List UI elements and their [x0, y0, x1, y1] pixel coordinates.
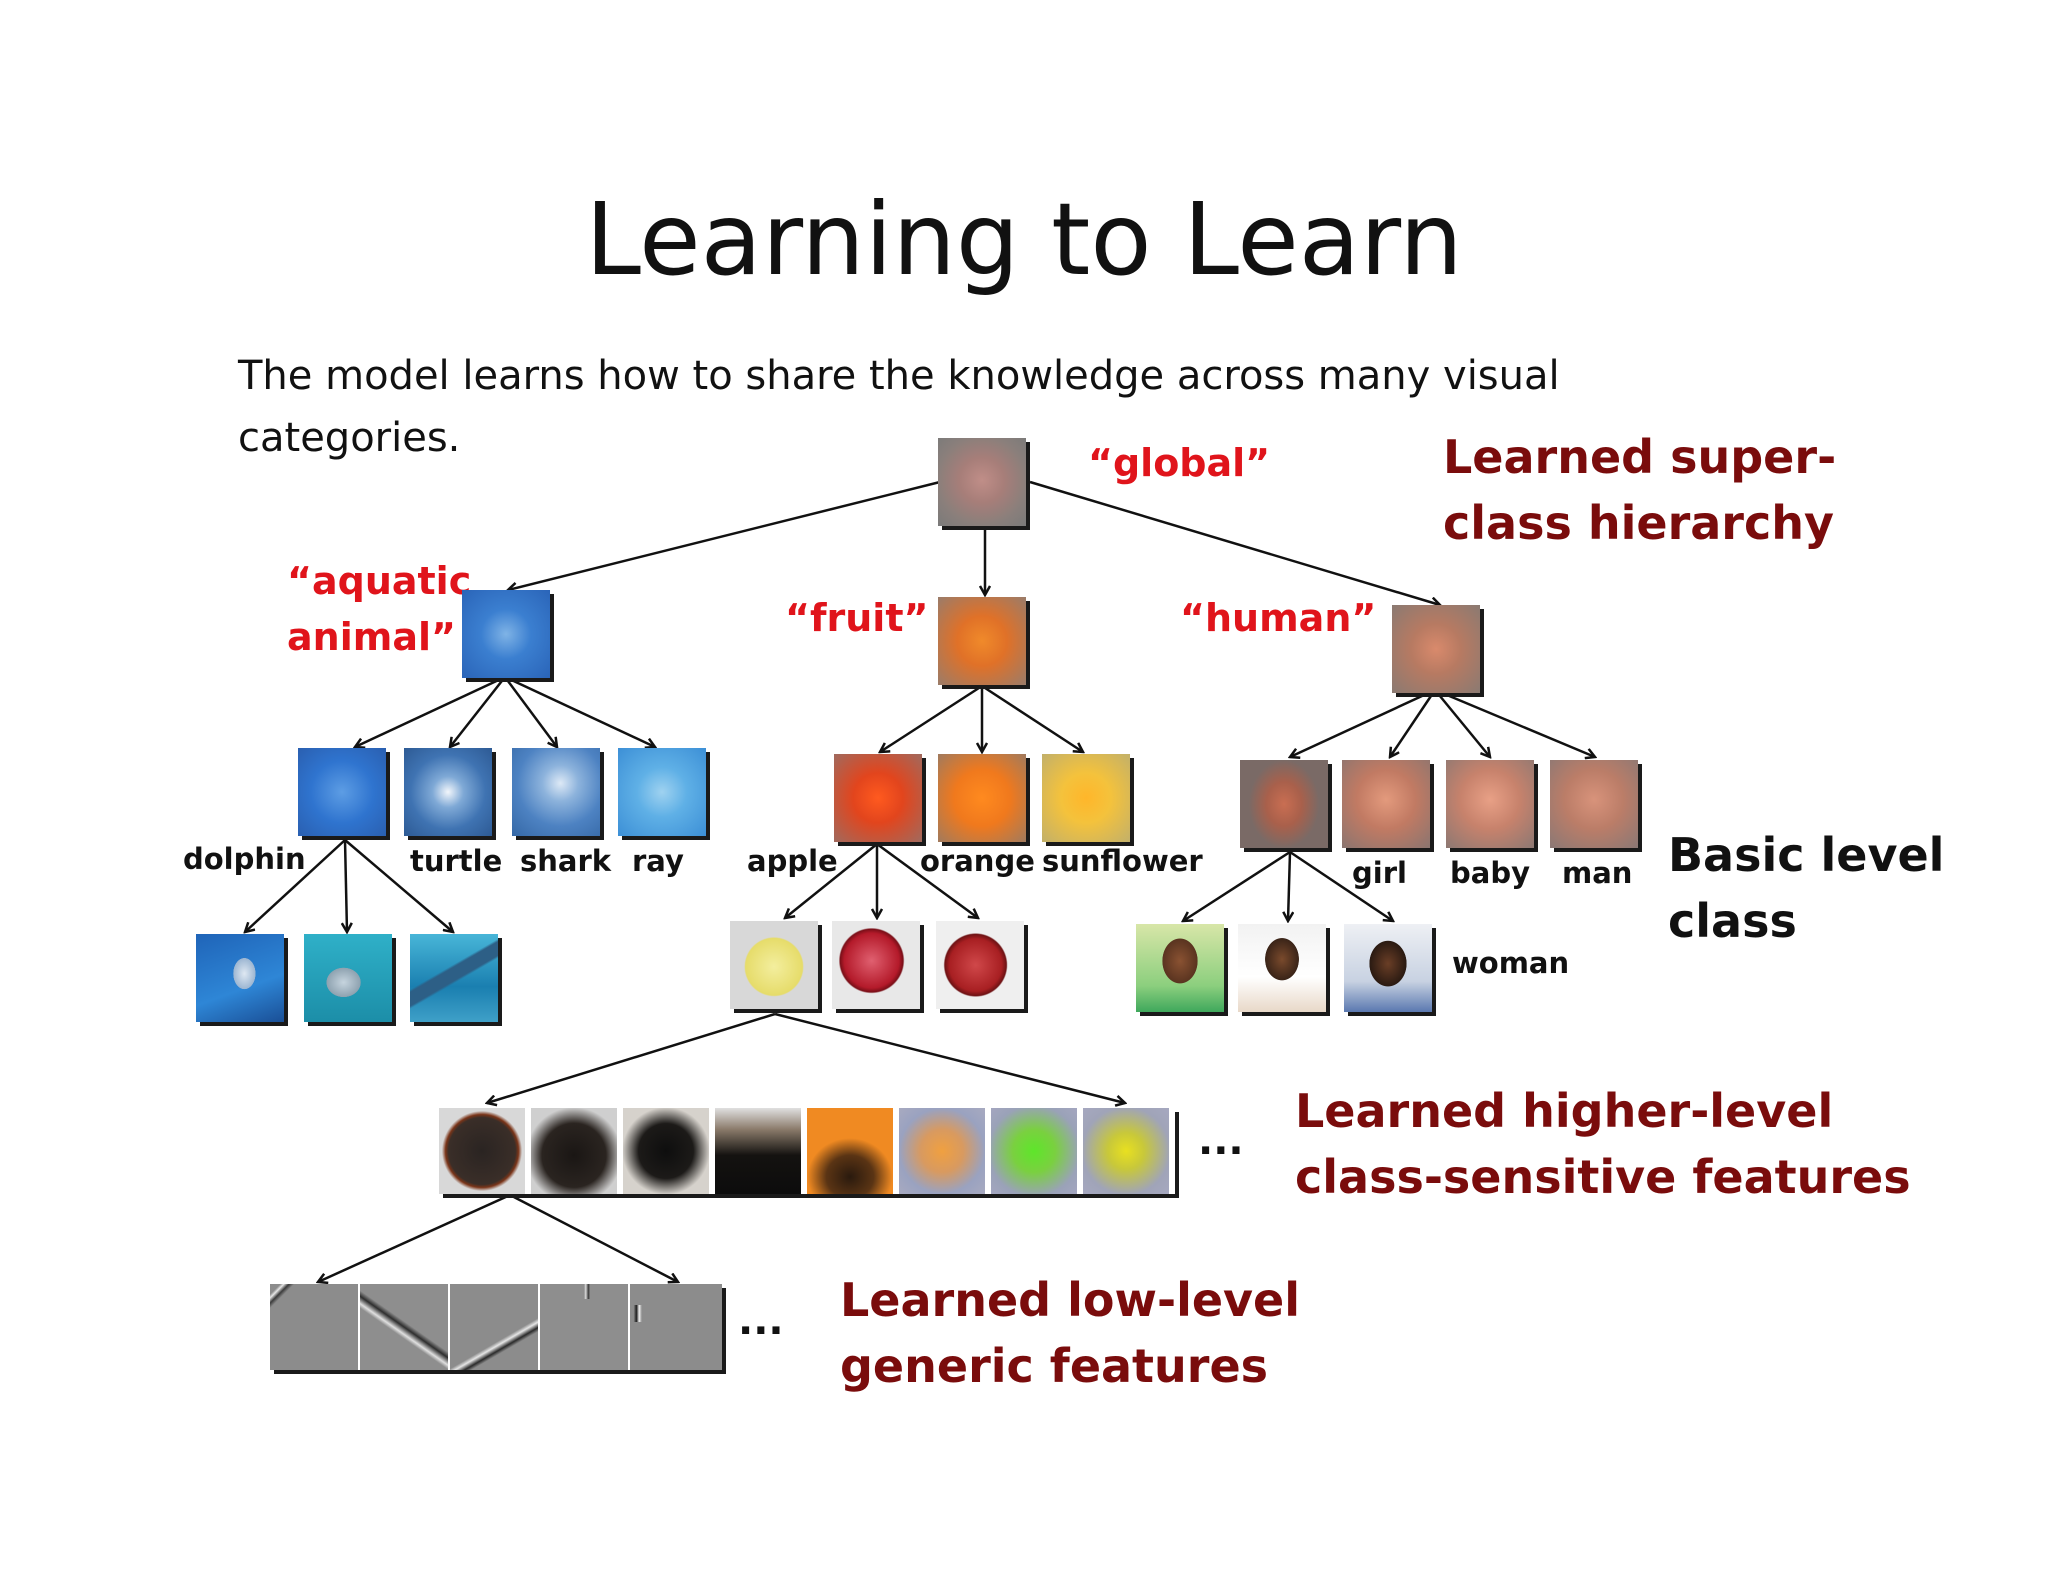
- class-label-shark: shark: [520, 844, 612, 878]
- annotation-superclass-line1: Learned super-: [1443, 430, 1837, 484]
- orange-class-image: [938, 754, 1026, 842]
- class-label-man: man: [1562, 856, 1633, 890]
- apple-photo-1: [730, 921, 818, 1009]
- class-label-woman: woman: [1452, 946, 1570, 980]
- baby-class-image: [1446, 760, 1534, 848]
- aquatic-prototype-image: [462, 590, 550, 678]
- man-class-image: [1550, 760, 1638, 848]
- class-label-turtle: turtle: [410, 844, 503, 878]
- dolphin-photo-2: [304, 934, 392, 1022]
- annotation-basic-line1: Basic level: [1668, 828, 1945, 882]
- woman-class-image: [1240, 760, 1328, 848]
- slide-subtitle: The model learns how to share the knowle…: [238, 353, 1560, 461]
- higher-level-feature-strip: [439, 1108, 1175, 1194]
- class-label-orange: orange: [920, 844, 1035, 878]
- dolphin-photo-1: [196, 934, 284, 1022]
- girl-class-image: [1342, 760, 1430, 848]
- annotation-basic-line2: class: [1668, 894, 1797, 948]
- feature-tile-2: [531, 1108, 619, 1194]
- superclass-label-aquatic-line2: animal”: [287, 615, 456, 659]
- dolphin-photo-3: [410, 934, 498, 1022]
- class-label-sunflower: sunflower: [1042, 844, 1203, 878]
- annotation-higher-line2: class-sensitive features: [1295, 1150, 1911, 1204]
- superclass-label-aquatic-line1: “aquatic: [287, 559, 472, 603]
- apple-photo-3: [936, 921, 1024, 1009]
- annotation-higher-line1: Learned higher-level: [1295, 1084, 1834, 1138]
- low-feature-tile-5: [630, 1284, 722, 1370]
- superclass-label-human: “human”: [1180, 596, 1377, 640]
- human-prototype-image: [1392, 605, 1480, 693]
- class-label-apple: apple: [747, 844, 838, 878]
- low-level-ellipsis: ...: [738, 1298, 784, 1344]
- low-feature-tile-4: [540, 1284, 630, 1370]
- feature-tile-1: [439, 1108, 527, 1194]
- low-feature-tile-2: [360, 1284, 450, 1370]
- woman-photo-3: [1344, 924, 1432, 1012]
- apple-photo-2: [832, 921, 920, 1009]
- annotation-superclass-line2: class hierarchy: [1443, 496, 1834, 550]
- global-prototype-image: [938, 438, 1026, 526]
- turtle-class-image: [404, 748, 492, 836]
- class-label-baby: baby: [1450, 856, 1530, 890]
- feature-tile-3: [623, 1108, 711, 1194]
- woman-photo-1: [1136, 924, 1224, 1012]
- feature-tile-6: [899, 1108, 987, 1194]
- dolphin-class-image: [298, 748, 386, 836]
- sunflower-class-image: [1042, 754, 1130, 842]
- annotation-low-line2: generic features: [840, 1339, 1269, 1393]
- higher-level-ellipsis: ...: [1198, 1118, 1244, 1164]
- low-feature-tile-1: [270, 1284, 360, 1370]
- ray-class-image: [618, 748, 706, 836]
- annotation-low-line1: Learned low-level: [840, 1273, 1300, 1327]
- feature-tile-4: [715, 1108, 803, 1194]
- class-label-ray: ray: [632, 844, 684, 878]
- apple-class-image: [834, 754, 922, 842]
- feature-tile-7: [991, 1108, 1079, 1194]
- low-feature-tile-3: [450, 1284, 540, 1370]
- class-label-girl: girl: [1352, 856, 1407, 890]
- feature-tile-8: [1083, 1108, 1171, 1194]
- low-level-feature-strip: [270, 1284, 722, 1370]
- feature-tile-5: [807, 1108, 895, 1194]
- woman-photo-2: [1238, 924, 1326, 1012]
- fruit-prototype-image: [938, 597, 1026, 685]
- superclass-label-fruit: “fruit”: [785, 596, 929, 640]
- class-label-dolphin: dolphin: [183, 842, 306, 876]
- shark-class-image: [512, 748, 600, 836]
- superclass-label-global: “global”: [1088, 441, 1271, 485]
- slide-title: Learning to Learn: [585, 181, 1463, 298]
